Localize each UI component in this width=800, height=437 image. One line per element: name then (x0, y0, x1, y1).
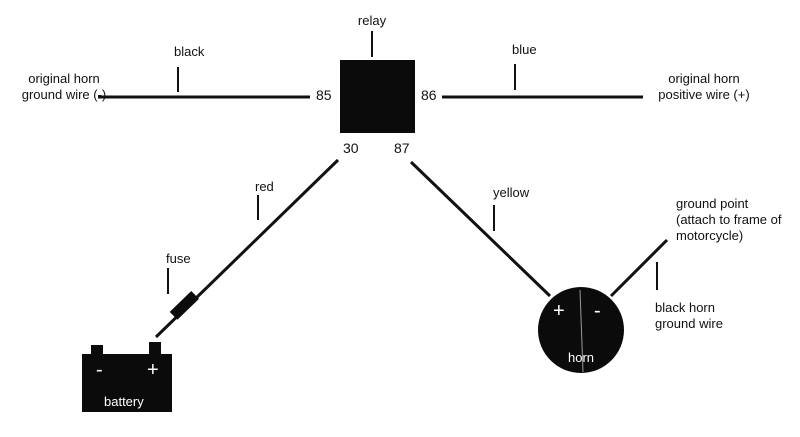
horn-ground-wire (609, 238, 669, 298)
wire-label-black: black (174, 44, 205, 59)
fuse-body (169, 290, 199, 320)
pin-30-label: 30 (343, 140, 359, 156)
battery-terminal-pos (149, 342, 161, 355)
pin-86-label: 86 (421, 87, 437, 103)
wire-label-fuse: fuse (166, 251, 191, 266)
horn-ground-line2: ground wire (655, 316, 723, 331)
right-terminal-line2: positive wire (+) (658, 87, 750, 102)
battery-minus-sign: - (96, 359, 103, 381)
ground-point-line2: (attach to frame of (676, 212, 782, 227)
pin-87-label: 87 (394, 140, 410, 156)
wire-label-blue: blue (512, 42, 537, 57)
horn-label: horn (568, 350, 595, 365)
horn-ground-line1: black horn (655, 300, 715, 315)
horn-minus-sign: - (594, 300, 601, 322)
ground-point-label: ground point (attach to frame of motorcy… (676, 196, 782, 244)
horn-plus-sign: + (553, 300, 565, 322)
ground-point-line1: ground point (676, 196, 749, 211)
left-terminal-line1: original horn (28, 71, 100, 86)
horn-ground-label: black horn ground wire (655, 300, 723, 332)
horn-crack (579, 289, 584, 373)
battery-label: battery (104, 394, 144, 409)
left-terminal-label: original horn ground wire (-) (14, 71, 114, 103)
pin-85-label: 85 (316, 87, 332, 103)
right-terminal-label: original horn positive wire (+) (648, 71, 760, 103)
battery-body (82, 354, 172, 412)
battery-plus-sign: + (147, 359, 159, 381)
wire-label-red: red (255, 179, 274, 194)
right-terminal-line1: original horn (668, 71, 740, 86)
relay-box (340, 60, 415, 133)
yellow-wire-87 (409, 160, 552, 298)
relay-label: relay (357, 13, 387, 28)
wire-label-yellow: yellow (493, 185, 530, 200)
ground-point-line3: motorcycle) (676, 228, 744, 243)
left-terminal-line2: ground wire (-) (21, 87, 107, 102)
battery-terminal-neg (91, 345, 103, 355)
